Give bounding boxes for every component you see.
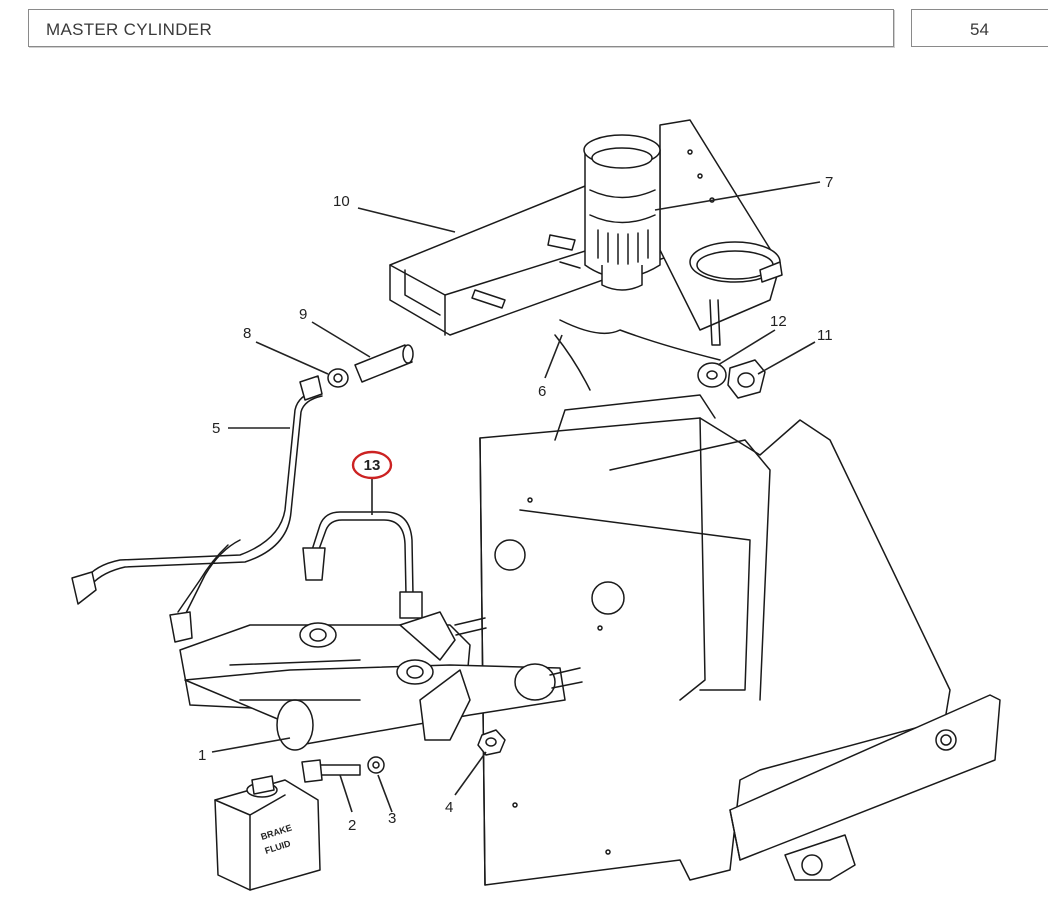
mounting-plate [479, 394, 1001, 886]
callout-11: 11 [817, 327, 833, 344]
callout-2: 2 [348, 817, 356, 834]
leader-lines [211, 181, 821, 813]
callout-6: 6 [538, 383, 546, 400]
title-box: MASTER CYLINDER [28, 9, 894, 47]
hose-clamp [689, 241, 783, 346]
page-number: 54 [970, 20, 989, 39]
highlight-ring [351, 450, 393, 480]
callout-13-highlight: 13 [351, 450, 393, 480]
callout-9: 9 [299, 306, 307, 323]
callout-5: 5 [212, 420, 220, 437]
brake-pipe-13 [302, 511, 423, 619]
brake-fluid-bottle: BRAKE FLUID [214, 775, 321, 891]
reservoir-hose-lower [554, 334, 591, 391]
mounting-bolt [301, 756, 385, 783]
page-number-box: 54 [911, 9, 1048, 47]
callout-7: 7 [825, 174, 833, 191]
callout-13: 13 [364, 457, 381, 474]
callout-12: 12 [770, 313, 787, 330]
reservoir-hose [559, 319, 721, 361]
brake-fluid-reservoir [471, 134, 661, 309]
callout-4: 4 [445, 799, 453, 816]
nut-4 [477, 729, 506, 756]
callout-3: 3 [388, 810, 396, 827]
hose-connector [327, 344, 414, 388]
page-title: MASTER CYLINDER [46, 20, 213, 39]
washer-and-nut [697, 359, 766, 399]
master-cylinder [179, 611, 583, 751]
brake-pipe-left [71, 375, 323, 643]
callout-8: 8 [243, 325, 251, 342]
callout-1: 1 [198, 747, 206, 764]
callout-10: 10 [333, 193, 350, 210]
